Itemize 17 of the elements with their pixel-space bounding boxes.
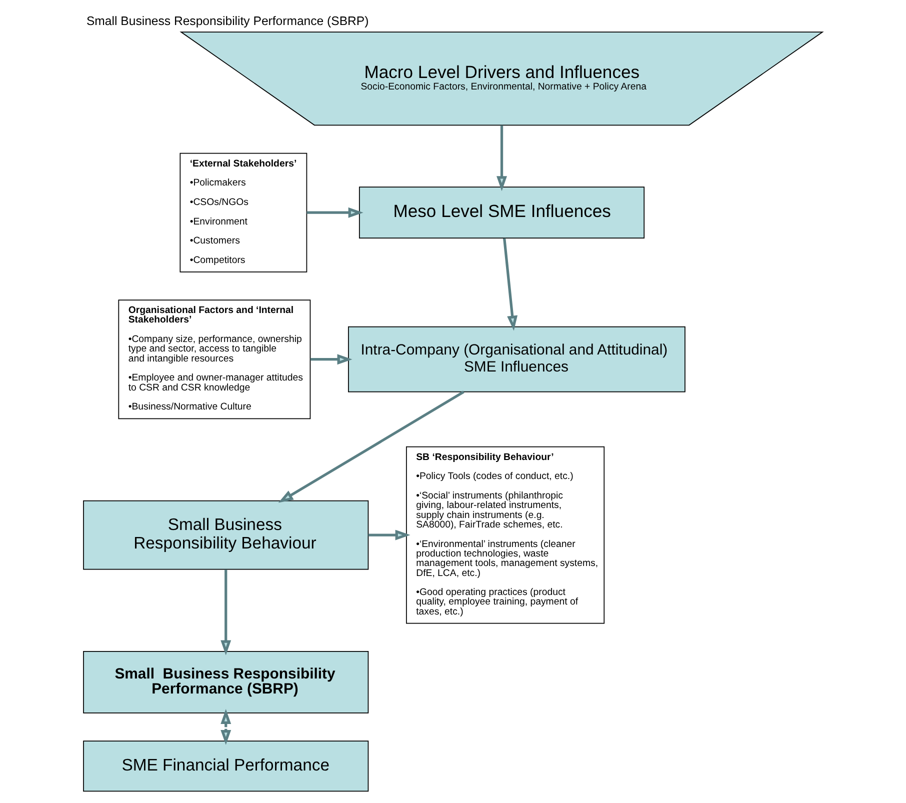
arrow	[306, 207, 364, 218]
node-box: Small Business Responsibility Performance (SBRP)	[83, 651, 369, 714]
node-box: Meso Level SME Influences	[358, 186, 645, 238]
node-box: Small Business Responsibility Behaviour	[83, 500, 369, 570]
arrow	[503, 238, 518, 331]
diagram-title: Small Business Responsibility Performance (SBRP)	[86, 14, 369, 28]
node-box: Intra-Company (Organisational and Attitudinal) SME Influences	[348, 326, 686, 392]
arrow	[220, 570, 232, 656]
node-box: ‘External Stakeholders’ •Policmakers •CSOs/NGOs •Environment •Customers •Competitors	[180, 152, 308, 272]
arrow	[278, 390, 464, 503]
arrow	[310, 354, 352, 365]
node-box: Organisational Factors and ‘Internal Stakeholders’ •Company size, performance, ownership type and sector, access to tangible and intangible resources •Employee and owner-manager attitudes to CSR and CSR knowledge •Business/Normative Culture	[118, 300, 311, 420]
node-box: SME Financial Performance	[83, 740, 369, 792]
node-box: SB ‘Responsibility Behaviour’ •Policy Tools (codes of conduct, etc.) •‘Social’ instruments (philanthropic giving, labour-related instruments, supply chain instruments (e.g. SA8000), FairTrade schemes, etc. •‘Environmental’ instruments (cleaner production technologies, waste management tools, management systems, DfE, LCA, etc.) •Good operating practices (product quality, employee training, payment of taxes, etc.)	[406, 446, 605, 624]
arrow	[220, 709, 232, 745]
arrow	[368, 530, 410, 540]
arrow	[496, 125, 507, 192]
